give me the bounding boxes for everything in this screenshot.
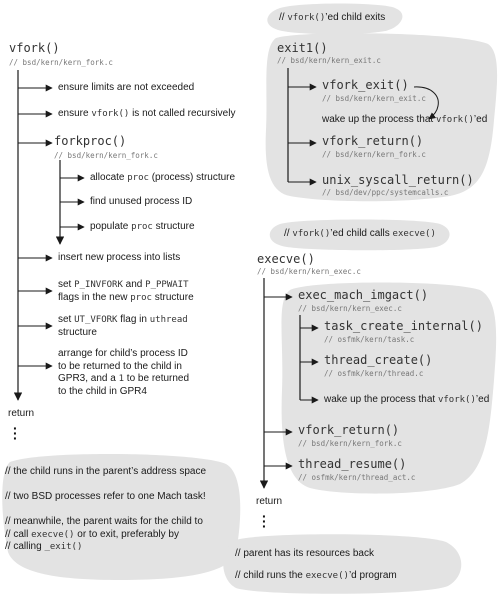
right-notes-bubble xyxy=(223,534,462,594)
vfork-return-exit-function: vfork_return() xyxy=(322,134,424,148)
execve-continuation-dots: ··· xyxy=(262,508,267,534)
vfork-continuation-dots: ··· xyxy=(13,420,18,446)
code-token: execve() xyxy=(392,229,436,239)
vfork-exit-source-path: // bsd/kern/kern_exit.c xyxy=(322,94,426,103)
code-token: execve() xyxy=(31,529,75,540)
text-line: to be returned to the child in xyxy=(58,360,182,372)
execve-function: execve() xyxy=(257,252,315,266)
unix-syscall-return-function: unix_syscall_return() xyxy=(322,173,474,187)
exec-mach-imgact-function: exec_mach_imgact() xyxy=(298,288,429,302)
thread-resume-function: thread_resume() xyxy=(298,457,407,471)
text-line: wake up the process that vfork()’ed xyxy=(322,114,488,125)
step-ensure-limits: ensure limits are not exceeded xyxy=(58,82,195,93)
text-line: flags in the new proc structure xyxy=(58,291,194,303)
execve-section-header: // vfork()’ed child calls execve() xyxy=(284,228,436,241)
forkproc-source-path: // bsd/kern/kern_fork.c xyxy=(54,151,158,160)
code-token: _exit() xyxy=(44,542,83,552)
code-token: proc xyxy=(127,173,149,183)
left-notes-bubble xyxy=(2,453,241,580)
text-line: // child runs the execve()’d program xyxy=(235,570,397,581)
execve-wake-parent: wake up the process that vfork()’ed xyxy=(324,394,489,407)
execve-return-label: return xyxy=(256,496,283,507)
code-token: 1 xyxy=(118,374,125,384)
text-line: // vfork()’ed child calls execve() xyxy=(284,228,436,239)
task-create-internal-source-path: // osfmk/kern/task.c xyxy=(324,335,415,344)
text-line: // two BSD processes refer to one Mach t… xyxy=(5,491,206,502)
execve-section-bubble xyxy=(281,282,497,494)
note-one-mach-task: // two BSD processes refer to one Mach t… xyxy=(5,491,206,504)
text-line: wake up the process that vfork()’ed xyxy=(324,394,490,405)
code-token: P_PPWAIT xyxy=(145,280,189,290)
unix-syscall-return-source-path: // bsd/dev/ppc/systemcalls.c xyxy=(322,188,449,197)
note-parent-resources: // parent has its resources back xyxy=(235,548,374,561)
text-line: structure xyxy=(58,326,97,338)
vfork-exit-function: vfork_exit() xyxy=(322,78,409,92)
text-line: // call execve() or to exit, preferably … xyxy=(5,528,179,540)
execve-header-bubble xyxy=(269,219,450,251)
text-line: set P_INVFORK and P_PPWAIT xyxy=(58,279,189,290)
code-token: UT_VFORK xyxy=(74,315,118,325)
text-line: set UT_VFORK flag in uthread xyxy=(58,314,188,325)
code-token: execve() xyxy=(305,571,349,581)
execve-source-path: // bsd/kern/kern_exec.c xyxy=(257,267,361,276)
code-token: proc xyxy=(130,292,152,303)
note-child-runs-program: // child runs the execve()’d program xyxy=(235,570,397,583)
substep-populate-proc: populate proc structure xyxy=(90,221,195,232)
code-token: proc xyxy=(131,222,153,232)
exit1-function: exit1() xyxy=(277,41,328,55)
code-token: vfork() xyxy=(91,109,130,119)
step-ensure-not-recursive: ensure vfork() is not called recursively xyxy=(58,108,236,119)
exec-mach-imgact-source-path: // bsd/kern/kern_exec.c xyxy=(298,304,402,313)
code-token: vfork() xyxy=(292,229,331,239)
note-parent-waits: // meanwhile, the parent waits for the c… xyxy=(5,516,203,554)
vfork-source-path: // bsd/kern/kern_fork.c xyxy=(9,58,113,67)
text-line: arrange for child’s process ID xyxy=(58,348,188,359)
thread-create-source-path: // osfmk/kern/thread.c xyxy=(324,369,424,378)
text-line: // calling _exit() xyxy=(5,541,83,552)
task-create-internal-function: task_create_internal() xyxy=(324,319,483,333)
code-token: vfork() xyxy=(437,395,476,405)
exit-section-header: // vfork()’ed child exits xyxy=(279,12,385,25)
code-token: vfork() xyxy=(435,115,474,125)
text-line: // the child runs in the parent’s addres… xyxy=(5,466,207,477)
exit-section-bubble xyxy=(265,33,498,202)
thread-resume-source-path: // osfmk/kern/thread_act.c xyxy=(298,473,416,482)
step-insert-lists: insert new process into lists xyxy=(58,252,180,265)
code-token: vfork() xyxy=(287,13,326,23)
thread-create-function: thread_create() xyxy=(324,353,433,367)
vfork-return-execve-function: vfork_return() xyxy=(298,423,400,437)
arrow-exit-wake xyxy=(413,86,439,120)
forkproc-function: forkproc() xyxy=(54,134,127,148)
exit1-source-path: // bsd/kern/kern_exit.c xyxy=(277,56,381,65)
text-line: // parent has its resources back xyxy=(235,548,374,559)
text-line: insert new process into lists xyxy=(58,252,181,263)
text-line: // meanwhile, the parent waits for the c… xyxy=(5,516,203,527)
text-line: // vfork()’ed child exits xyxy=(279,12,386,23)
vfork-return-label: return xyxy=(8,408,35,419)
vfork-return-exit-source-path: // bsd/kern/kern_fork.c xyxy=(322,150,426,159)
substep-allocate-proc: allocate proc (process) structure xyxy=(90,172,236,183)
note-address-space: // the child runs in the parent’s addres… xyxy=(5,466,206,479)
exit-wake-parent: wake up the process that vfork()’ed xyxy=(322,114,487,127)
exit-header-bubble xyxy=(267,3,403,35)
text-line: to the child in GPR4 xyxy=(58,385,147,397)
vfork-return-execve-source-path: // bsd/kern/kern_fork.c xyxy=(298,439,402,448)
code-token: P_INVFORK xyxy=(74,280,123,290)
text-line: GPR3, and a 1 to be returned xyxy=(58,373,190,384)
vfork-function: vfork() xyxy=(9,41,60,55)
code-token: uthread xyxy=(149,315,188,325)
substep-find-pid: find unused process ID xyxy=(90,196,193,207)
